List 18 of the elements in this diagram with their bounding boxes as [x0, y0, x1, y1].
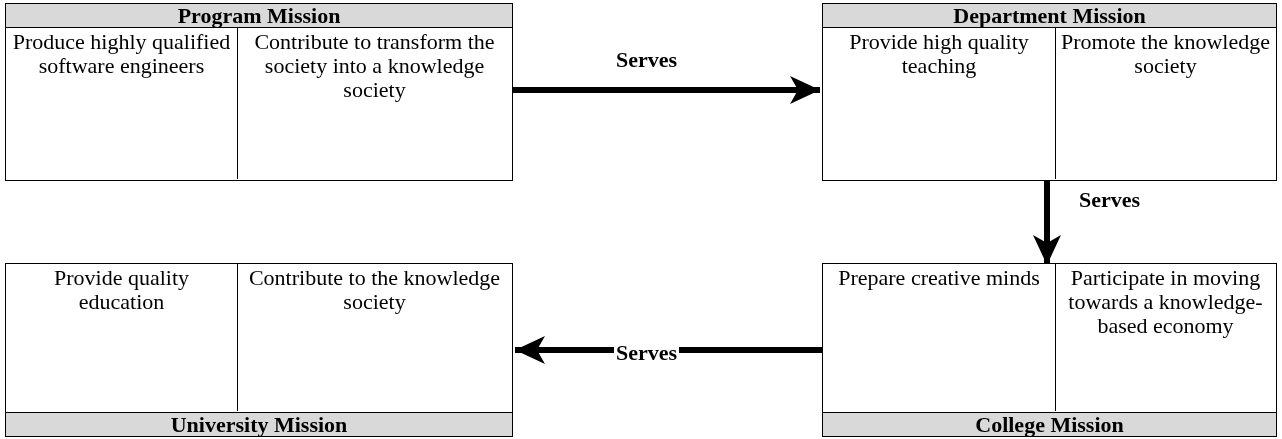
cell-text: Contribute to transform the society into a knowledge society [238, 28, 511, 179]
table-heading: Program Mission [6, 4, 512, 28]
mission-table [822, 3, 1277, 181]
cell-text: Produce highly qualified software engineers [6, 28, 238, 179]
table-heading: Department Mission [823, 4, 1276, 28]
cell-text: Provide high quality teaching [823, 28, 1056, 179]
cell-text: Participate in moving towards a knowledge-based economy [1056, 264, 1275, 411]
arrow [513, 76, 820, 104]
arrow [1033, 181, 1061, 265]
cell-text: Prepare creative minds [823, 264, 1056, 411]
table-heading: College Mission [823, 412, 1276, 436]
mission-table [822, 263, 1277, 437]
cell-text: Contribute to the knowledge society [238, 264, 511, 411]
cell-text: Promote the knowledge society [1056, 28, 1275, 179]
mission-table [5, 263, 513, 437]
table-heading: University Mission [6, 412, 512, 436]
mission-table [5, 3, 513, 181]
cell-text: Provide quality education [6, 264, 238, 411]
